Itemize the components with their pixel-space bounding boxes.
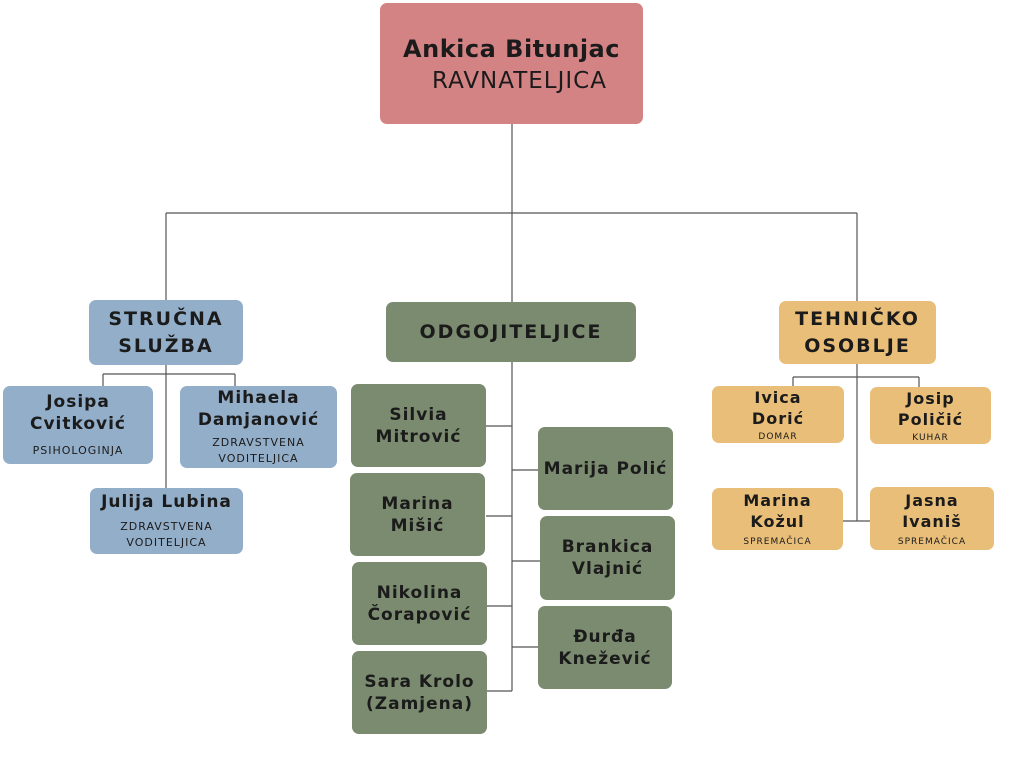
- department-label: OSOBLJE: [804, 334, 911, 357]
- staff-name: Čorapović: [367, 604, 472, 625]
- director-name: Ankica Bitunjac: [403, 34, 620, 63]
- staff-name: Sara Krolo: [364, 671, 475, 692]
- staff-name: Marina: [381, 493, 454, 514]
- staff-name: Julija Lubina: [101, 492, 232, 512]
- department-tehnicko-osoblje: TEHNIČKO OSOBLJE: [779, 301, 936, 364]
- staff-name: Mitrović: [375, 426, 462, 447]
- department-label: TEHNIČKO: [795, 307, 920, 330]
- staff-card: Josip Poličić KUHAR: [870, 387, 991, 444]
- staff-name: Ivaniš: [902, 511, 962, 531]
- staff-name: Silvia: [389, 404, 448, 425]
- department-label: ODGOJITELJICE: [419, 320, 603, 343]
- staff-card: Brankica Vlajnić: [540, 516, 675, 600]
- staff-card: Josipa Cvitković PSIHOLOGINJA: [3, 386, 153, 464]
- staff-card: Jasna Ivaniš SPREMAČICA: [870, 487, 994, 550]
- staff-card: Silvia Mitrović: [351, 384, 486, 467]
- staff-name: Đurđa: [573, 626, 637, 647]
- staff-name: Dorić: [751, 408, 805, 428]
- staff-name: Knežević: [558, 648, 652, 669]
- department-label: STRUČNA: [108, 307, 224, 330]
- staff-role: VODITELJICA: [218, 452, 299, 465]
- staff-card: Nikolina Čorapović: [352, 562, 487, 645]
- director-title: RAVNATELJICA: [432, 67, 607, 94]
- staff-name: Marina: [743, 491, 812, 510]
- director-box: Ankica Bitunjac RAVNATELJICA: [380, 3, 643, 124]
- staff-card: Sara Krolo (Zamjena): [352, 651, 487, 734]
- staff-name: Marija Polić: [543, 458, 668, 479]
- staff-name: Brankica: [561, 537, 654, 557]
- staff-name: Poličić: [897, 409, 964, 429]
- staff-card: Marija Polić: [538, 427, 673, 510]
- staff-role: ZDRAVSTVENA: [212, 436, 305, 449]
- staff-name: Kožul: [750, 512, 805, 531]
- staff-name: Ivica: [754, 387, 802, 407]
- staff-card: Marina Mišić: [350, 473, 485, 556]
- staff-name: (Zamjena): [366, 693, 473, 714]
- staff-name: Josipa: [46, 392, 110, 412]
- staff-name: Nikolina: [376, 582, 463, 603]
- staff-role: DOMAR: [758, 431, 798, 442]
- staff-name: Cvitković: [29, 414, 127, 434]
- staff-card: Julija Lubina ZDRAVSTVENA VODITELJICA: [90, 488, 243, 554]
- staff-role: VODITELJICA: [126, 536, 207, 549]
- staff-name: Damjanović: [197, 410, 320, 430]
- staff-role: KUHAR: [912, 432, 949, 443]
- department-label: SLUŽBA: [118, 334, 214, 357]
- staff-name: Mišić: [390, 515, 445, 536]
- staff-card: Mihaela Damjanović ZDRAVSTVENA VODITELJI…: [180, 386, 337, 468]
- staff-role: PSIHOLOGINJA: [32, 444, 124, 457]
- staff-name: Josip: [906, 388, 955, 408]
- staff-role: SPREMAČICA: [743, 537, 812, 547]
- staff-role: SPREMAČICA: [897, 536, 967, 547]
- staff-card: Marina Kožul SPREMAČICA: [712, 488, 843, 550]
- staff-card: Ivica Dorić DOMAR: [712, 386, 844, 443]
- staff-role: ZDRAVSTVENA: [120, 520, 213, 533]
- staff-name: Mihaela: [217, 388, 300, 408]
- department-odgojiteljice: ODGOJITELJICE: [386, 302, 636, 362]
- staff-name: Jasna: [905, 490, 959, 510]
- department-strucna-sluzba: STRUČNA SLUŽBA: [89, 300, 243, 365]
- staff-name: Vlajnić: [571, 559, 644, 579]
- staff-card: Đurđa Knežević: [538, 606, 672, 689]
